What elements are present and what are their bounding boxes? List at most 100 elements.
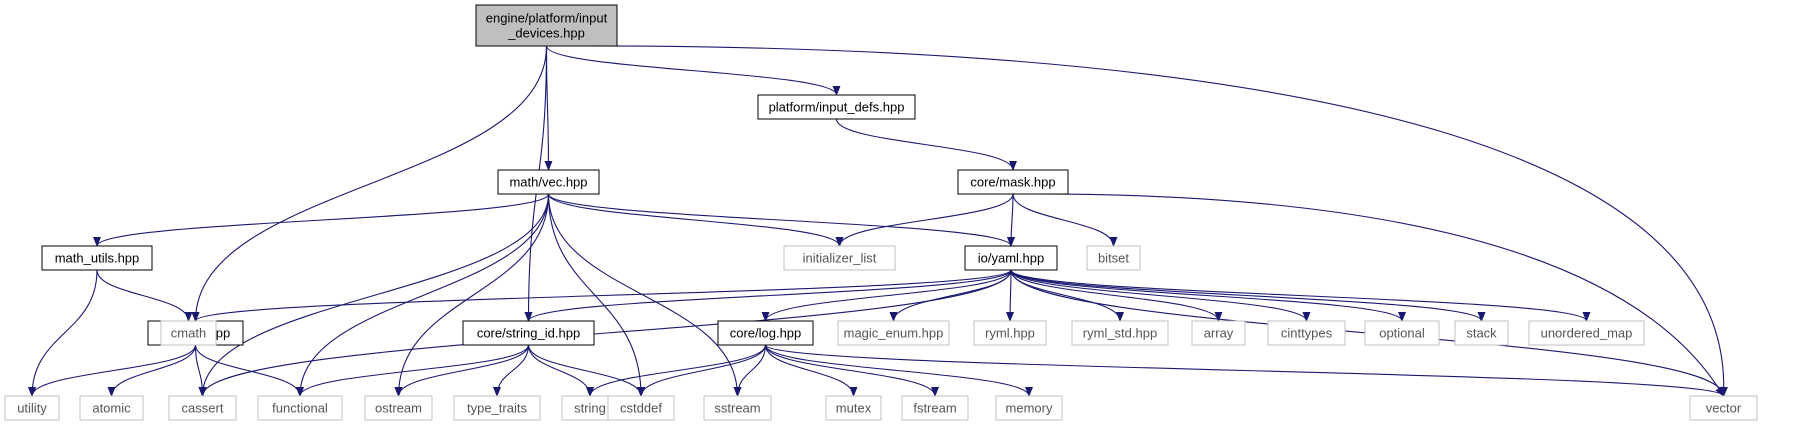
node-box-mutex [825, 395, 882, 421]
node-box-math_utils [41, 245, 153, 271]
node-cassert: cassert [168, 395, 237, 421]
edge-yaml-to-cinttypes [1010, 269, 1311, 322]
node-label-fstream: fstream [913, 401, 956, 416]
node-box-string_id [462, 320, 595, 346]
edge-yaml-to-cassert [198, 269, 1012, 397]
edge-ref-to-functional [194, 344, 304, 397]
edge-mask-to-bitset [1012, 193, 1118, 247]
node-ryml_std: ryml_std.hpp [1071, 320, 1169, 346]
node-fstream: fstream [901, 395, 969, 421]
edge-vec-to-cstddef [547, 193, 645, 397]
node-box-sstream [703, 395, 772, 421]
node-label-unordered_map: unordered_map [1541, 326, 1633, 341]
node-label-atomic: atomic [92, 401, 131, 416]
node-label-yaml: io/yaml.hpp [978, 251, 1044, 266]
node-label-ryml: ryml.hpp [985, 326, 1035, 341]
node-root[interactable]: engine/platform/input_devices.hpp [475, 4, 618, 47]
node-label-stack: stack [1466, 326, 1497, 341]
edge-vec-to-sstream [547, 193, 742, 397]
node-label-string: string [574, 401, 606, 416]
node-label-input_defs: platform/input_defs.hpp [769, 100, 905, 115]
node-log[interactable]: core/log.hpp [717, 320, 814, 346]
node-label-mutex: mutex [836, 401, 872, 416]
edge-input_defs-to-mask [835, 118, 1017, 171]
edge-ref-to-atomic [107, 344, 197, 397]
node-box-bitset [1086, 245, 1141, 271]
edge-vec-to-initializer_list [547, 193, 844, 247]
edge-string_id-to-string [527, 344, 594, 397]
node-label-type_traits: type_traits [467, 401, 527, 416]
node-vec[interactable]: math/vec.hpp [497, 169, 600, 195]
edge-yaml-to-ryml [1006, 269, 1015, 322]
edge-log-to-fstream [764, 344, 939, 397]
edge-log-to-cstddef [637, 344, 767, 397]
node-math_utils[interactable]: math_utils.hpp [41, 245, 153, 271]
node-box-cinttypes [1267, 320, 1346, 346]
node-box-array [1191, 320, 1246, 346]
node-label-math_utils: math_utils.hpp [55, 251, 140, 266]
edge-string_id-to-functional [296, 344, 530, 397]
edge-root-to-input_defs [545, 45, 841, 96]
node-sstream: sstream [703, 395, 772, 421]
node-yaml[interactable]: io/yaml.hpp [964, 245, 1058, 271]
node-label-cassert: cassert [182, 401, 224, 416]
node-cstddef: cstddef [607, 395, 675, 421]
node-label-string_id: core/string_id.hpp [477, 326, 580, 341]
node-label-vec: math/vec.hpp [509, 175, 587, 190]
node-label-bitset: bitset [1098, 251, 1129, 266]
node-box-stack [1454, 320, 1509, 346]
node-label-array: array [1204, 326, 1234, 341]
node-box-ostream [364, 395, 433, 421]
edge-log-to-mutex [764, 344, 858, 397]
node-magic_enum: magic_enum.hpp [837, 320, 950, 346]
edge-yaml-to-unordered_map [1010, 269, 1591, 322]
edge-yaml-to-ref [191, 269, 1012, 322]
node-bitset: bitset [1086, 245, 1141, 271]
node-box-functional [257, 395, 343, 421]
node-label-root: _devices.hpp [507, 26, 585, 41]
node-label-mask: core/mask.hpp [970, 175, 1055, 190]
edge-yaml-to-array [1010, 269, 1223, 322]
node-mask[interactable]: core/mask.hpp [957, 169, 1069, 195]
edge-ref-to-cassert [194, 344, 207, 397]
node-box-utility [4, 395, 60, 421]
node-box-cstddef [607, 395, 675, 421]
node-ryml: ryml.hpp [973, 320, 1047, 346]
node-input_defs[interactable]: platform/input_defs.hpp [757, 94, 916, 120]
node-label-cstddef: cstddef [620, 401, 662, 416]
node-box-vec [497, 169, 600, 195]
edge-math_utils-to-utility [28, 269, 98, 397]
node-label-vector: vector [1706, 401, 1742, 416]
edge-log-to-sstream [733, 344, 767, 397]
node-string_id[interactable]: core/string_id.hpp [462, 320, 595, 346]
node-label-root: engine/platform/input [486, 11, 608, 26]
node-vector: vector [1689, 395, 1758, 421]
node-box-mask [957, 169, 1069, 195]
node-ostream: ostream [364, 395, 433, 421]
node-box-unordered_map [1528, 320, 1645, 346]
node-box-log [717, 320, 814, 346]
node-cinttypes: cinttypes [1267, 320, 1346, 346]
node-initializer_list: initializer_list [783, 245, 896, 271]
node-label-utility: utility [17, 401, 47, 416]
node-unordered_map: unordered_map [1528, 320, 1645, 346]
edge-log-to-string [586, 344, 767, 397]
edge-vec-to-yaml [547, 193, 1015, 247]
node-utility: utility [4, 395, 60, 421]
node-box-input_defs [757, 94, 916, 120]
edge-yaml-to-log [761, 269, 1012, 322]
edge-log-to-memory [764, 344, 1033, 397]
node-label-memory: memory [1006, 401, 1053, 416]
edge-string_id-to-type_traits [493, 344, 530, 397]
node-label-log: core/log.hpp [730, 326, 802, 341]
edge-root-to-ref [191, 45, 548, 322]
edge-vec-to-functional [296, 193, 550, 397]
node-atomic: atomic [79, 395, 144, 421]
edge-string_id-to-cstddef [527, 344, 645, 397]
edge-yaml-to-optional [1010, 269, 1406, 322]
node-label-ryml_std: ryml_std.hpp [1083, 326, 1157, 341]
node-optional: optional [1364, 320, 1440, 346]
node-label-functional: functional [272, 401, 328, 416]
node-box-ryml [973, 320, 1047, 346]
